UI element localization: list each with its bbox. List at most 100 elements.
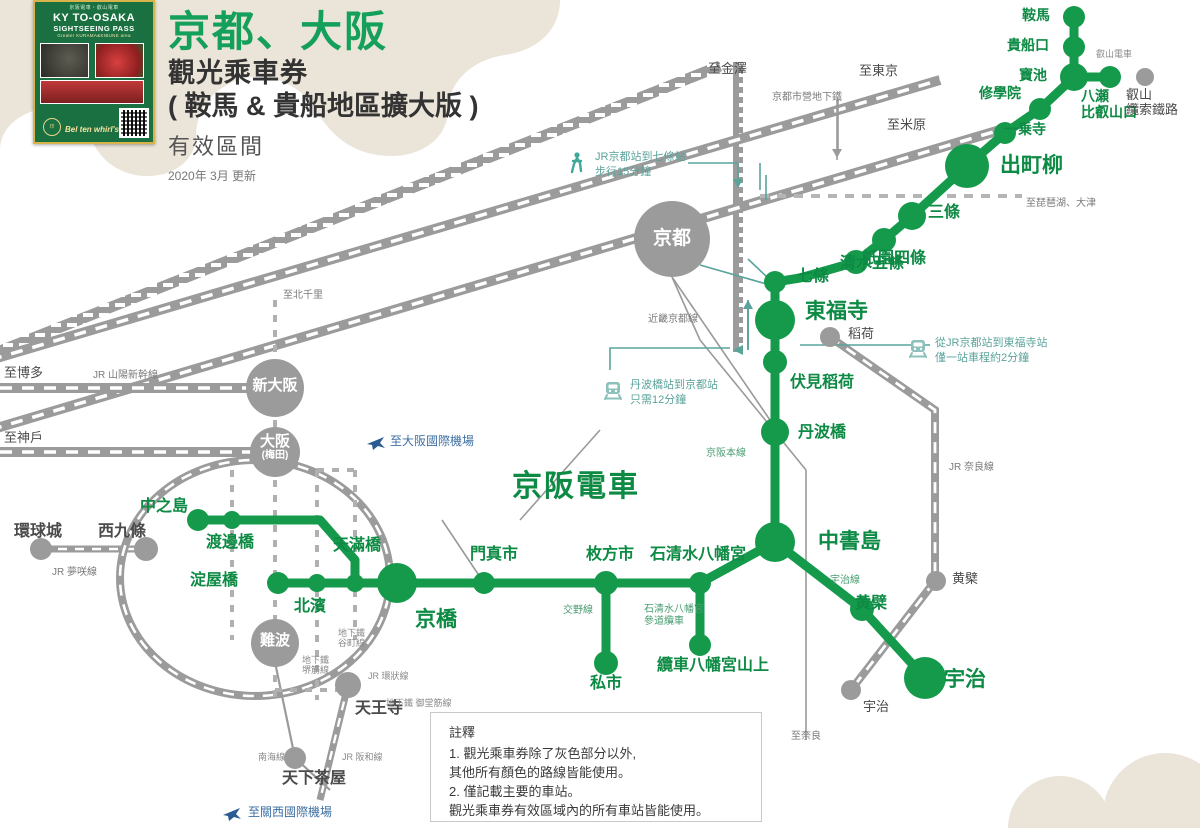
station-dot-宇治[interactable]	[904, 657, 946, 699]
legend-title: 註釋	[449, 725, 476, 740]
station-dot-清水五條[interactable]	[844, 250, 868, 274]
station-dot-出町柳[interactable]	[945, 144, 989, 188]
line-label-23: JR 阪和線	[342, 752, 383, 762]
train-icon	[603, 380, 623, 405]
line-label-1: 至金澤	[708, 61, 748, 76]
station-dot-天下茶屋[interactable]	[284, 747, 306, 769]
station-label-丹波橋: 丹波橋	[798, 424, 847, 441]
line-label-20: JR 環狀線	[368, 671, 409, 681]
station-label-七條: 七條	[797, 268, 830, 285]
station-dot-黄檗[interactable]	[926, 571, 946, 591]
line-label-16: JR 山陽新幹線	[93, 370, 158, 381]
station-dot-叡山-纜索鐵路[interactable]	[1136, 68, 1154, 86]
station-dot-中書島[interactable]	[755, 522, 795, 562]
station-label-伏見稻荷: 伏見稻荷	[790, 374, 855, 391]
station-label-天王寺: 天王寺	[355, 700, 404, 717]
page-subtitle-3: 有效區間	[168, 133, 265, 159]
station-label-中之島: 中之島	[140, 498, 189, 515]
station-label-叡山-纜索鐵路: 叡山纜索鐵路	[1126, 87, 1179, 117]
ticket-thumbnail: 京阪電車・叡山電車 KY TO-OSAKA SIGHTSEEING PASS G…	[33, 0, 155, 144]
station-label-環球城: 環球城	[14, 523, 63, 540]
station-dot-黄檗[interactable]	[850, 597, 874, 621]
annotation-text-0: JR京都站到七條站步行15分鐘	[595, 151, 686, 178]
station-dot-難波[interactable]	[251, 619, 299, 667]
station-dot-西九條[interactable]	[134, 537, 158, 561]
ticket-photo-torii	[40, 80, 144, 104]
station-dot-環球城[interactable]	[30, 538, 52, 560]
station-dot-門真市[interactable]	[473, 572, 495, 594]
page-header: 京都、大阪 觀光乘車券 ( 鞍馬 & 貴船地區擴大版 ) 有效區間 2020年 …	[168, 8, 479, 184]
legend-item-3: 2. 僅記載主要的車站。	[449, 784, 581, 799]
station-label-淀屋橋: 淀屋橋	[190, 572, 239, 589]
station-dot-鞍馬[interactable]	[1063, 6, 1085, 28]
ticket-headline: KY TO-OSAKA	[52, 12, 136, 24]
station-label-稻荷: 稻荷	[848, 326, 875, 341]
station-dot-渡邊橋[interactable]	[223, 511, 241, 529]
station-label-中書島: 中書島	[818, 530, 881, 553]
station-dot-中之島[interactable]	[187, 509, 209, 531]
station-dot-北濱[interactable]	[308, 574, 326, 592]
station-label-難波: 難波	[259, 632, 290, 649]
station-dot-一乗寺[interactable]	[994, 122, 1016, 144]
station-dot-七條[interactable]	[764, 271, 786, 293]
line-label-7: 京阪本線	[706, 448, 746, 459]
ticket-subhead: SIGHTSEEING PASS	[53, 24, 135, 33]
station-dot-大阪[interactable]	[250, 427, 300, 477]
station-label-修學院: 修學院	[979, 85, 1021, 101]
station-label-黄檗: 黄檗	[855, 595, 888, 612]
station-label-新大阪: 新大阪	[252, 377, 298, 394]
station-dot-貴船口[interactable]	[1063, 36, 1085, 58]
line-label-8: JR 奈良線	[949, 462, 994, 473]
annotation-text-2: 丹波橋站到京都站只需12分鐘	[630, 379, 718, 406]
station-label-渡邊橋: 渡邊橋	[206, 534, 255, 551]
station-dot-淀屋橋[interactable]	[267, 572, 289, 594]
station-dot-祇園四條[interactable]	[872, 228, 896, 252]
legend-box: 註釋 1. 觀光乘車券除了灰色部分以外, 其他所有顏色的路線皆能使用。 2. 僅…	[430, 712, 762, 822]
station-dot-天滿橋[interactable]	[346, 574, 364, 592]
station-dot-稻荷[interactable]	[820, 327, 840, 347]
ticket-photo-train	[40, 43, 89, 78]
station-dot-修學院[interactable]	[1029, 98, 1051, 120]
plane-icon	[366, 435, 386, 456]
page-subtitle-1: 觀光乘車券	[168, 58, 308, 89]
station-dot-寶池[interactable]	[1060, 63, 1088, 91]
qr-code-icon	[119, 108, 149, 138]
line-label-14: 至博多	[4, 365, 44, 380]
station-label-宇治: 宇治	[944, 668, 986, 691]
station-dot-京都[interactable]	[634, 201, 710, 277]
cloud-beige-accent	[1008, 753, 1200, 828]
station-dot-宇治[interactable]	[841, 680, 861, 700]
station-dot-伏見稻荷[interactable]	[763, 350, 787, 374]
station-dot-京橋[interactable]	[377, 563, 417, 603]
station-dot-天王寺[interactable]	[335, 672, 361, 698]
line-label-11: 交野線	[563, 605, 593, 616]
station-label-私市: 私市	[590, 675, 623, 692]
station-dot-丹波橋[interactable]	[761, 418, 789, 446]
station-dot-三條[interactable]	[898, 202, 926, 230]
legend-item-1: 1. 觀光乘車券除了灰色部分以外,	[449, 746, 637, 761]
line-label-10: 至奈良	[791, 731, 821, 742]
line-label-12: 石清水八幡宮參道纜車	[644, 604, 704, 627]
line-label-4: 京都市營地下鐵	[772, 92, 842, 103]
station-dot-東福寺[interactable]	[755, 300, 795, 340]
annotation-text-4: 至關西國際機場	[248, 805, 333, 819]
station-dot-八瀬-比叡山口[interactable]	[1099, 66, 1121, 88]
line-label-9: 宇治線	[830, 575, 860, 586]
train-icon	[908, 338, 928, 363]
station-dot-私市[interactable]	[594, 651, 618, 675]
ticket-seal-icon: 印	[43, 118, 61, 136]
station-label-貴船口: 貴船口	[1007, 37, 1049, 53]
line-label-18: 地下鐵谷町線	[338, 628, 366, 649]
updated-date: 2020年 3月 更新	[168, 168, 257, 183]
station-dot-纜車八幡宮山上[interactable]	[689, 634, 711, 656]
station-label-天下茶屋: 天下茶屋	[282, 770, 347, 787]
station-dot-枚方市[interactable]	[594, 571, 618, 595]
ticket-photo-tengu	[95, 43, 144, 78]
station-label-出町柳: 出町柳	[1000, 154, 1063, 177]
walking-icon	[568, 152, 586, 179]
line-label-0: 叡山電車	[1096, 49, 1133, 59]
station-dot-石清水八幡宮[interactable]	[689, 572, 711, 594]
station-dot-新大阪[interactable]	[246, 359, 304, 417]
